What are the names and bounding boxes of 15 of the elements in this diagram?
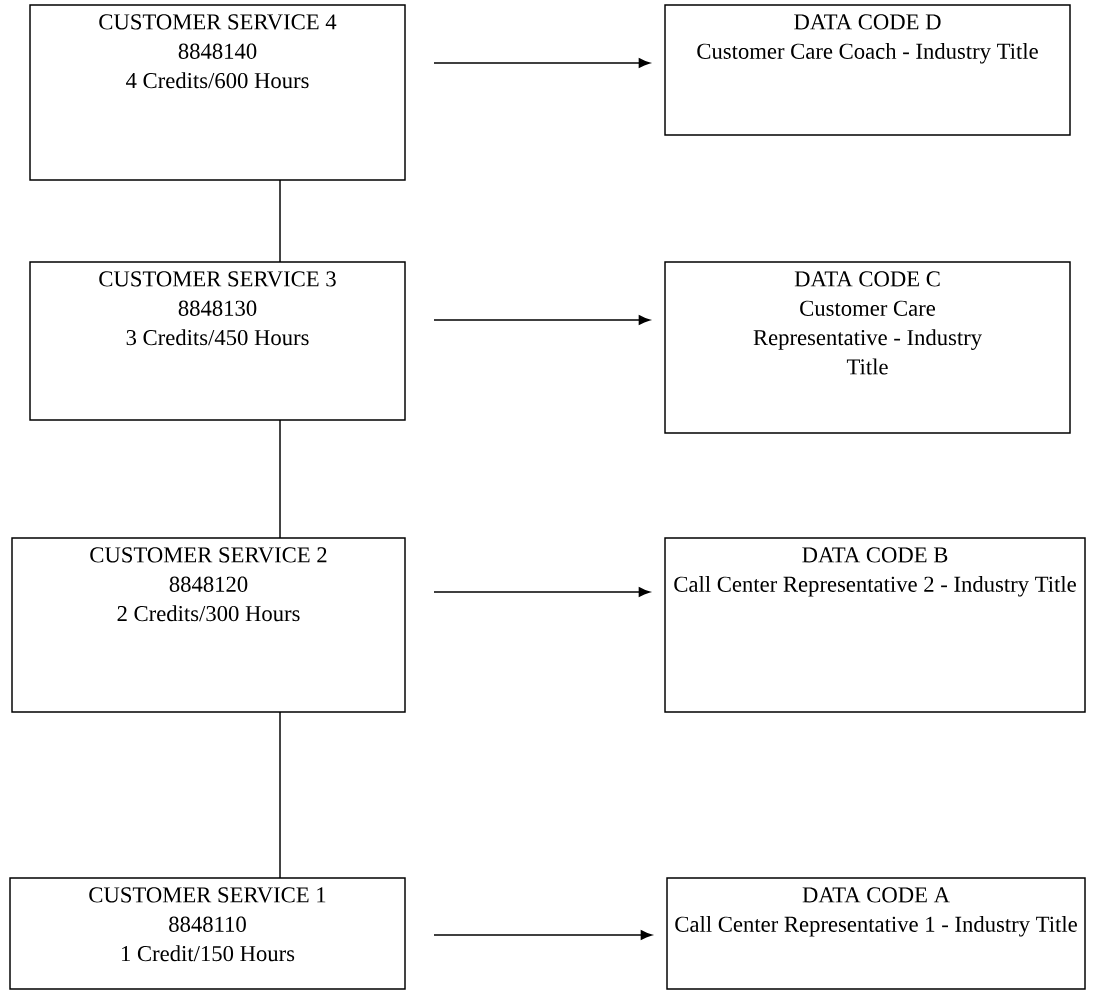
- course-box: CUSTOMER SERVICE 2 8848120 2 Credits/300 Hours: [11, 537, 406, 713]
- arrow: [433, 315, 650, 325]
- course-box: CUSTOMER SERVICE 1 8848110 1 Credit/150 Hours: [9, 877, 406, 990]
- connector-line: [279, 711, 281, 879]
- arrow: [433, 930, 652, 940]
- job-title-box: DATA CODE B Call Center Representative 2 - Industry Title: [664, 537, 1086, 713]
- arrow: [433, 58, 650, 68]
- connector-line: [279, 179, 281, 263]
- course-box: CUSTOMER SERVICE 3 8848130 3 Credits/450 Hours: [29, 261, 406, 421]
- job-title-box: DATA CODE C Customer Care Representative - Industry Title: [664, 261, 1071, 434]
- job-title-box: DATA CODE D Customer Care Coach - Industry Title: [664, 4, 1071, 136]
- connector-line: [279, 419, 281, 539]
- arrow: [433, 587, 650, 597]
- job-title-box: DATA CODE A Call Center Representative 1 - Industry Title: [666, 877, 1086, 990]
- course-box: CUSTOMER SERVICE 4 8848140 4 Credits/600 Hours: [29, 4, 406, 181]
